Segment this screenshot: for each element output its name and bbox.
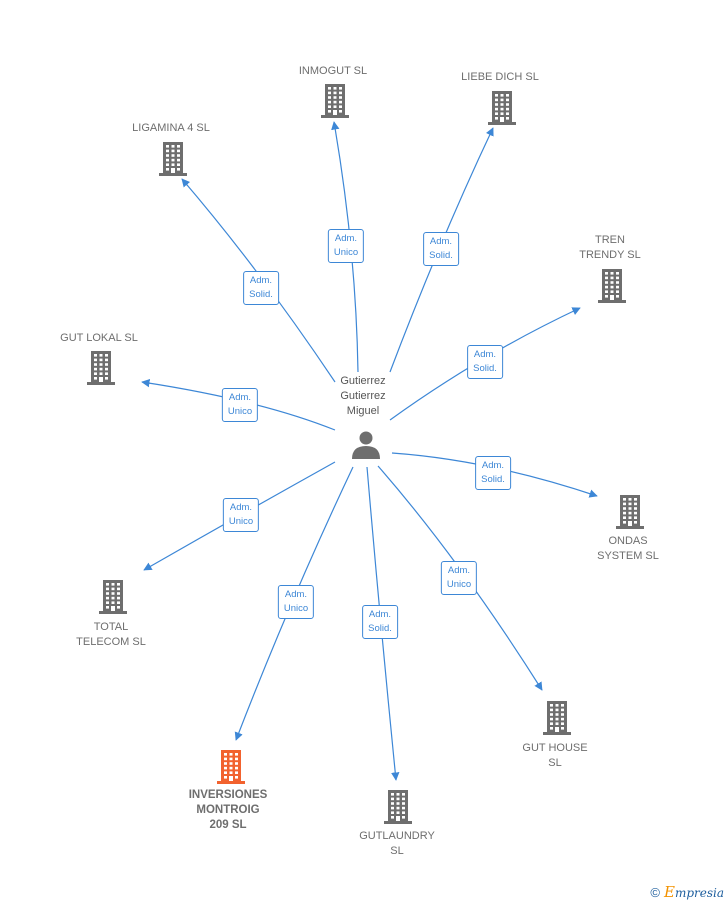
building-icon-guthouse[interactable] — [543, 701, 571, 735]
building-icon-liebe[interactable] — [488, 91, 516, 125]
company-label-inmogut[interactable]: INMOGUT SL — [298, 65, 368, 77]
role-badge-ondas: Adm. Solid. — [475, 456, 511, 490]
company-label-inversiones[interactable]: INVERSIONES MONTROIG 209 SL — [188, 789, 268, 831]
company-label-ligamina[interactable]: LIGAMINA 4 SL — [132, 122, 210, 134]
role-badge-inversiones: Adm. Unico — [277, 585, 315, 619]
building-icon-ligamina[interactable] — [159, 142, 187, 176]
brand-logo-initial: E — [663, 883, 675, 901]
company-label-gutlokal[interactable]: GUT LOKAL SL — [60, 332, 138, 344]
copyright-icon: © — [650, 885, 660, 900]
building-icon-inversiones[interactable] — [217, 750, 245, 784]
company-label-tren[interactable]: TREN TRENDY SL — [579, 234, 641, 261]
building-icon-gutlokal[interactable] — [87, 351, 115, 385]
company-label-liebe[interactable]: LIEBE DICH SL — [461, 71, 539, 83]
role-badge-gutlaundry: Adm. Solid. — [362, 605, 398, 639]
role-badge-ligamina: Adm. Solid. — [243, 271, 279, 305]
building-icon-gutlaundry[interactable] — [384, 790, 412, 824]
role-badge-inmogut: Adm. Unico — [327, 229, 365, 263]
building-icon-tren[interactable] — [598, 269, 626, 303]
role-badge-liebe: Adm. Solid. — [423, 232, 459, 266]
company-label-ondas[interactable]: ONDAS SYSTEM SL — [597, 535, 659, 562]
brand-name: mpresia — [674, 886, 724, 900]
company-label-gutlaundry[interactable]: GUTLAUNDRY SL — [359, 830, 435, 857]
building-icon-ondas[interactable] — [616, 495, 644, 529]
role-badge-gutlokal: Adm. Unico — [221, 388, 259, 422]
brand-footer[interactable]: ©Empresia — [650, 883, 724, 901]
role-badge-guthouse: Adm. Unico — [440, 561, 478, 595]
building-icon-inmogut[interactable] — [321, 84, 349, 118]
role-badge-total: Adm. Unico — [222, 498, 260, 532]
person-name[interactable]: Gutierrez Gutierrez Miguel — [340, 375, 386, 417]
company-label-guthouse[interactable]: GUT HOUSE SL — [522, 742, 588, 769]
company-label-total[interactable]: TOTAL TELECOM SL — [76, 621, 146, 648]
role-badge-tren: Adm. Solid. — [467, 345, 503, 379]
person-icon[interactable] — [352, 431, 380, 460]
building-icon-total[interactable] — [99, 580, 127, 614]
